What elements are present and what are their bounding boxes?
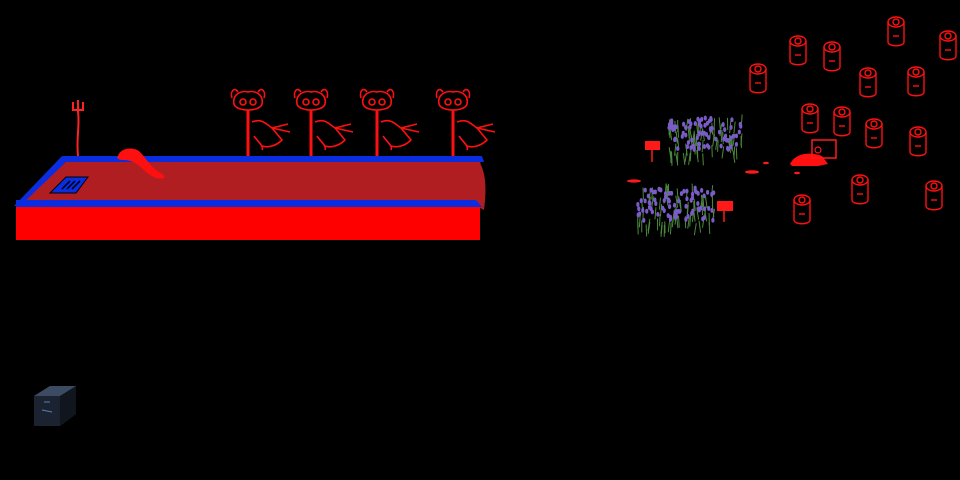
cube-icon <box>34 386 76 426</box>
platform-front-edge <box>16 200 482 207</box>
sign-post-icon <box>645 141 660 162</box>
canister-icon <box>833 106 851 137</box>
pole-figures-group <box>230 88 496 156</box>
lavender-bush-icon <box>667 114 743 166</box>
platform-back-edge <box>62 156 484 162</box>
pole-figure-icon <box>435 88 496 156</box>
pole-figure-icon <box>359 88 420 156</box>
canister-icon <box>907 66 925 97</box>
canister-icon <box>925 180 943 211</box>
platform-right-curl <box>472 158 486 210</box>
trident-icon <box>72 100 84 157</box>
red-beast-icon <box>790 139 837 166</box>
canister-icon <box>939 30 957 61</box>
sign-post-icon <box>717 201 733 222</box>
platform-front-face <box>16 207 480 240</box>
canister-icon <box>789 35 807 66</box>
canister-icon <box>793 194 811 225</box>
platform-left-edge <box>14 156 66 206</box>
sign-post-group <box>645 141 733 222</box>
canister-icon <box>865 118 883 149</box>
canister-icon <box>801 103 819 134</box>
pole-figure-icon <box>230 88 291 156</box>
red-debris <box>627 161 800 183</box>
canister-icon <box>909 126 927 157</box>
canister-icon <box>749 63 767 94</box>
lavender-bushes-group <box>636 114 743 238</box>
floor-grate-icon <box>48 176 89 194</box>
canister-icon <box>851 174 869 205</box>
canister-icon <box>859 67 877 98</box>
stage-platform <box>14 100 486 240</box>
platform-top-surface <box>16 158 484 206</box>
canister-icon <box>887 16 905 47</box>
pole-figure-icon <box>293 88 354 156</box>
canister-icon <box>823 41 841 72</box>
red-creature-icon <box>117 148 165 179</box>
canisters-group <box>749 16 957 225</box>
lavender-bush-icon <box>636 183 716 238</box>
